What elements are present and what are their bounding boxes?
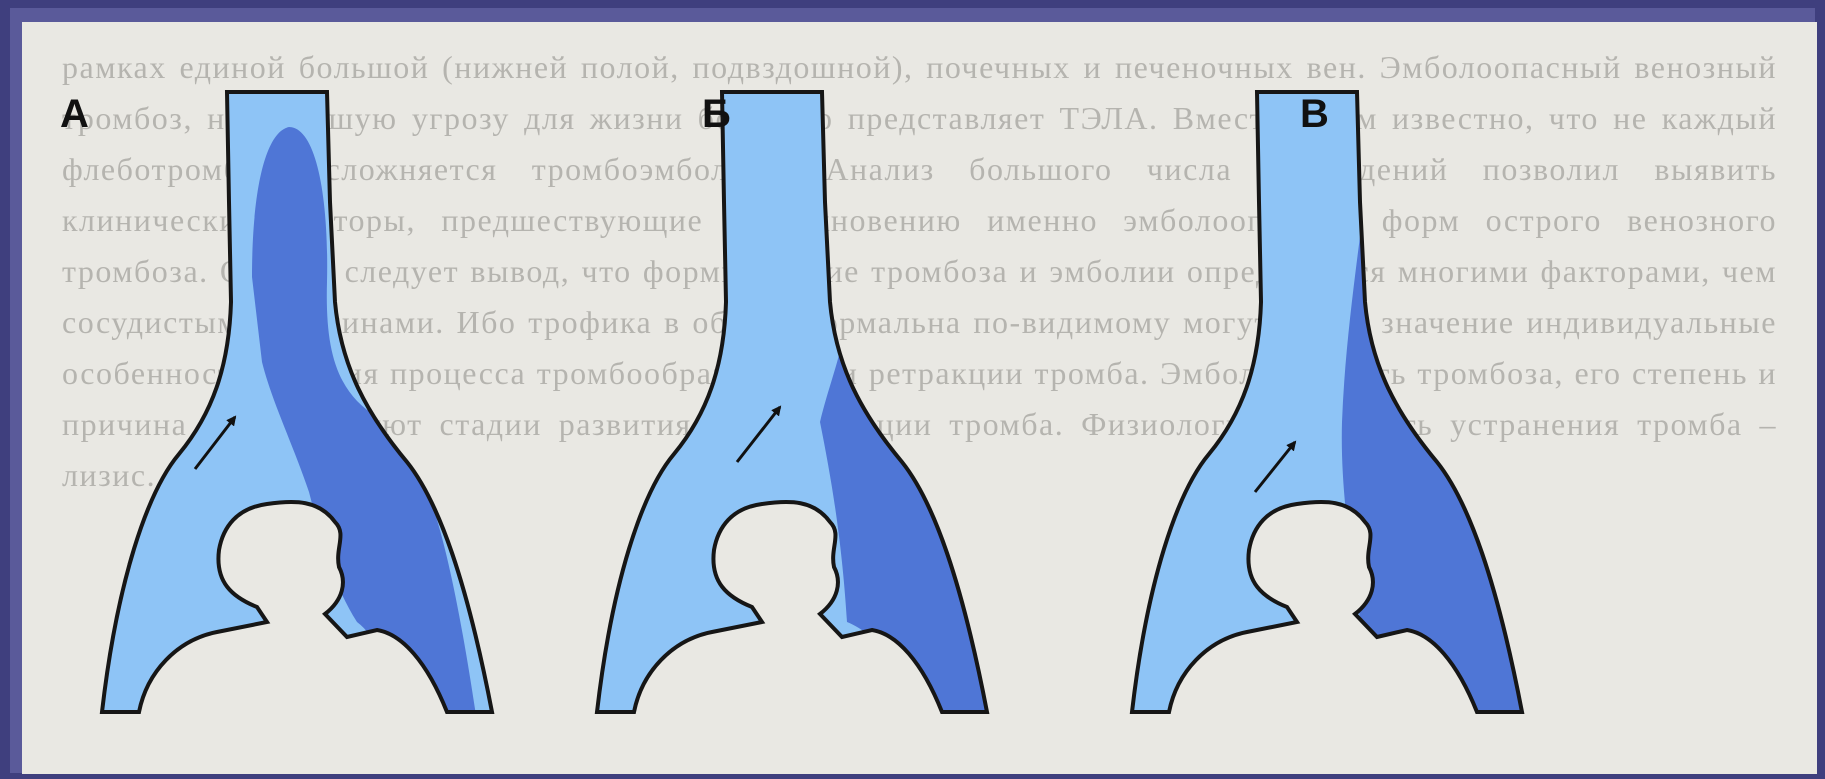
panel-b <box>597 92 1002 722</box>
panel-c <box>1132 92 1537 722</box>
slide-frame: рамках единой большой (нижней полой, под… <box>10 8 1815 773</box>
book-page: рамках единой большой (нижней полой, под… <box>22 22 1817 774</box>
panel-label-b: Б <box>702 92 731 137</box>
panel-label-c: В <box>1300 92 1329 137</box>
vein-bifurcation-diagram <box>22 22 1817 774</box>
thrombus-b <box>820 342 1002 722</box>
panel-a <box>102 92 492 722</box>
panel-label-a: А <box>60 92 89 137</box>
